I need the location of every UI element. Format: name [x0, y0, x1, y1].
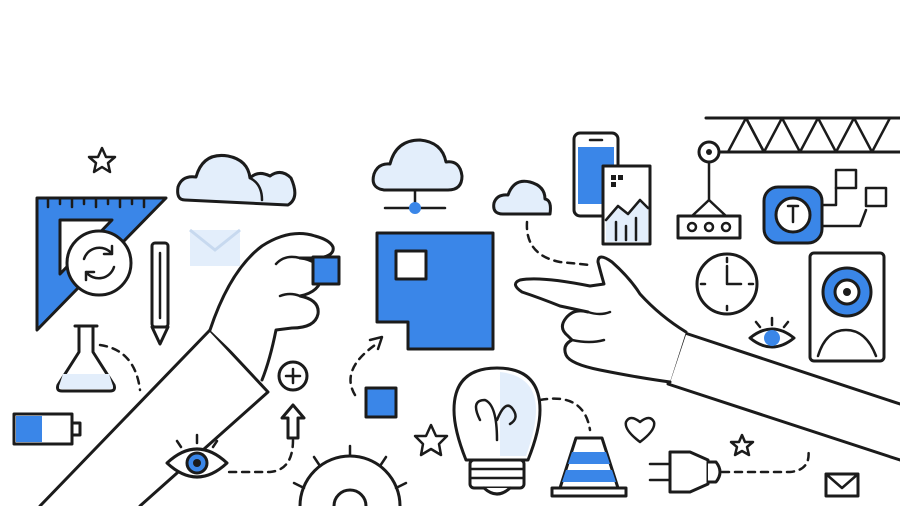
chip-icon	[762, 168, 888, 245]
star-icon	[413, 423, 449, 457]
plug-icon	[648, 446, 810, 494]
clock-icon	[695, 252, 759, 316]
envelope-icon	[824, 472, 860, 498]
envelope-icon	[189, 228, 241, 266]
star-icon	[729, 433, 755, 457]
cloud-icon	[176, 153, 297, 207]
arrow-dashed-icon	[349, 335, 384, 397]
crane-icon	[676, 116, 900, 240]
battery-icon	[12, 412, 82, 446]
hand-holding-cube	[38, 232, 341, 506]
eye-icon	[165, 433, 229, 479]
lightbulb-icon	[452, 366, 542, 496]
small-cube-icon	[364, 386, 398, 419]
star-icon	[87, 146, 117, 174]
pencil-icon	[150, 241, 170, 346]
traffic-cone-icon	[538, 397, 628, 498]
flask-icon	[56, 324, 142, 393]
chart-card-icon	[601, 164, 652, 246]
refresh-icon	[65, 229, 133, 297]
speaker-icon	[808, 251, 886, 363]
arrow-up-icon	[226, 403, 306, 474]
plus-circle-icon	[277, 360, 309, 392]
puzzle-square-icon	[375, 231, 495, 351]
cloud-icon	[492, 179, 592, 267]
gear-icon	[292, 444, 408, 506]
cloud-network-icon	[371, 138, 464, 214]
pointing-hand	[514, 255, 900, 462]
heart-icon	[624, 416, 656, 444]
eye-icon	[748, 316, 796, 349]
